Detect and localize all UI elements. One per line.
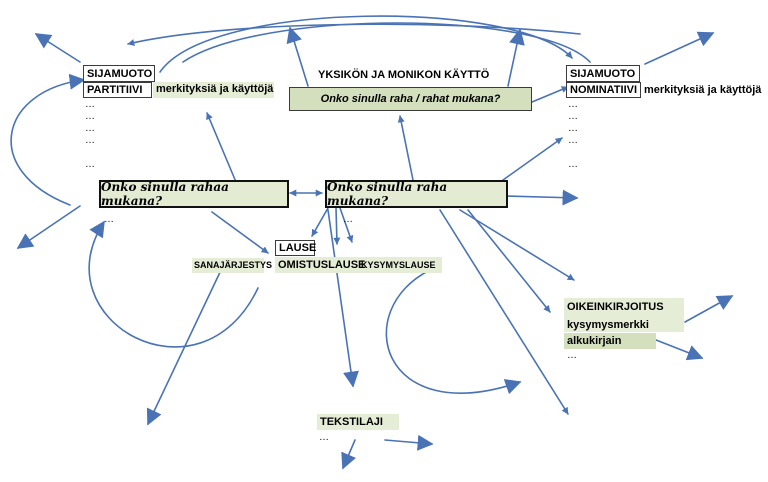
spelling-title: OIKEINKIRJOITUS	[567, 301, 664, 313]
sentence-left: Onko sinulla rahaa mukana?	[101, 180, 229, 208]
left-case-title-box: SIJAMUOTO	[83, 65, 155, 82]
arrow-left-down	[16, 205, 81, 249]
spelling-box: OIKEINKIRJOITUS kysymysmerkki	[564, 298, 684, 332]
right-case-name: NOMINATIIVI	[570, 84, 638, 96]
arrow-right-sentence-up	[397, 115, 414, 181]
question-clause-label: KYSYMYSLAUSE	[361, 260, 436, 270]
arrow-text-type-down	[341, 439, 357, 470]
word-order-box: SANAJÄRJESTYS	[192, 258, 272, 273]
arrow-to-lause-left	[311, 207, 329, 237]
left-case-dots: … … … … …	[85, 99, 95, 170]
arrow-spelling-downright	[655, 339, 704, 361]
text-type-box: TEKSTILAJI	[317, 414, 399, 430]
lause-types-box: OMISTUSLAUSE KYSYMYSLAUSE	[275, 257, 442, 273]
left-case-name-box: PARTITIIVI	[83, 82, 152, 98]
left-case-caption-box: merkityksiä ja käyttöjä	[153, 82, 274, 98]
arrow-to-text-type	[327, 209, 359, 388]
arrow-arc-top-1	[127, 23, 581, 46]
right-case-caption: merkityksiä ja käyttöjä	[644, 84, 762, 96]
right-case-name-box: NOMINATIIVI	[566, 82, 641, 98]
sentence-right-dots: …	[343, 214, 353, 225]
number-title: YKSIKÖN JA MONIKON KÄYTTÖ	[318, 69, 490, 81]
arrow-number-right	[531, 86, 569, 103]
arrow-to-lause-mid	[333, 207, 341, 245]
spelling-item-question-mark: kysymysmerkki	[567, 319, 649, 331]
arrow-to-number-title	[286, 26, 309, 87]
spelling-item2-box: alkukirjain	[564, 333, 656, 349]
number-question: Onko sinulla raha / rahat mukana?	[320, 93, 501, 105]
arrow-right-sentence-right	[505, 189, 579, 206]
lause-title: LAUSE	[279, 242, 317, 254]
arrow-right-top	[644, 31, 715, 65]
spelling-item-capital: alkukirjain	[567, 335, 622, 347]
arrow-lause-curl	[385, 269, 522, 395]
arrow-to-spelling-1	[459, 209, 575, 281]
number-question-box: Onko sinulla raha / rahat mukana?	[289, 87, 532, 111]
arrow-arc-top-3	[182, 22, 591, 63]
arrow-right-sentence-down	[439, 209, 569, 415]
sentence-left-box: Onko sinulla rahaa mukana?	[99, 180, 289, 208]
left-case-caption: merkityksiä ja käyttöjä	[156, 83, 274, 95]
right-case-dots: … … … … …	[568, 99, 578, 170]
arrow-left-sentence-down	[211, 211, 269, 254]
left-case-name: PARTITIIVI	[87, 84, 143, 96]
sentence-left-dots: …	[104, 214, 114, 225]
right-case-title: SIJAMUOTO	[570, 68, 636, 80]
arrow-to-spelling-2	[467, 209, 551, 313]
arrow-spelling-upright	[684, 295, 734, 323]
arrow-left-sentence-up	[206, 112, 237, 183]
possessive-clause-label: OMISTUSLAUSE	[278, 259, 366, 271]
arrow-left-loop	[10, 73, 86, 206]
word-order-label: SANAJÄRJESTYS	[194, 260, 273, 270]
sentence-right: Onko sinulla raha mukana?	[327, 180, 448, 208]
arrow-text-type-right	[384, 434, 434, 451]
number-title-box: YKSIKÖN JA MONIKON KÄYTTÖ	[316, 68, 490, 84]
sentence-right-box: Onko sinulla raha mukana?	[325, 180, 508, 208]
lause-title-box: LAUSE	[275, 240, 317, 256]
arrow-left-top	[34, 33, 81, 63]
right-case-title-box: SIJAMUOTO	[566, 65, 640, 82]
text-type-title: TEKSTILAJI	[320, 416, 383, 428]
arrow-left-curl	[88, 220, 259, 348]
spelling-dots: …	[567, 350, 577, 361]
arrow-right-sentence-upright	[502, 137, 563, 181]
arrow-to-lause-right	[339, 207, 354, 243]
arrow-number-up	[507, 28, 525, 87]
text-type-dots: …	[319, 432, 329, 443]
left-case-title: SIJAMUOTO	[87, 68, 153, 80]
